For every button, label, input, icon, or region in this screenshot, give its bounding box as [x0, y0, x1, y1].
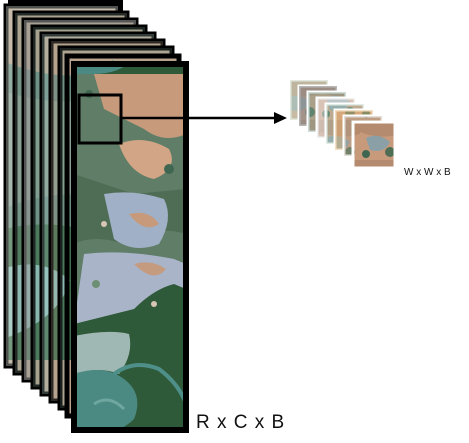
image-dimension-label: R x C x B — [196, 412, 286, 433]
patch-layer — [351, 120, 397, 170]
full-image-stack — [3, 0, 189, 433]
arrow-icon — [121, 112, 287, 124]
front-satellite-image — [71, 61, 189, 433]
patch-stack — [288, 78, 397, 170]
patch-dimension-label: W x W x B — [404, 167, 451, 178]
